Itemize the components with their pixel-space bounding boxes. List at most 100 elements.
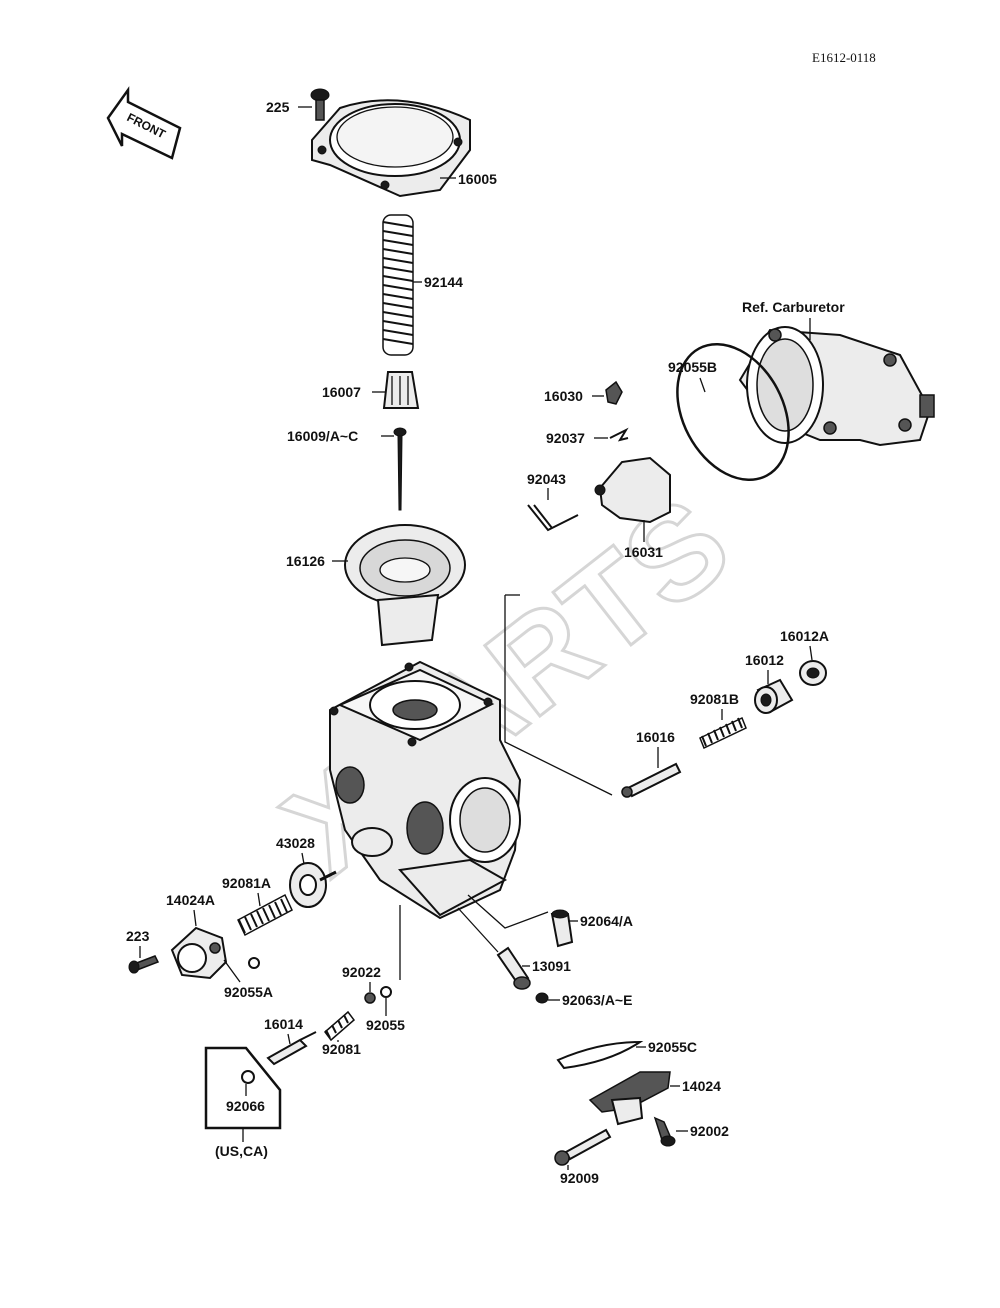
carburetor-body — [329, 660, 522, 920]
callout-92037: 92037 — [546, 430, 608, 446]
part-16030 — [605, 380, 623, 405]
callout-92081: 92081 — [322, 1040, 361, 1057]
callout-16009: 16009/A~C — [287, 428, 394, 444]
callout-92002: 92002 — [676, 1123, 729, 1139]
o-ring-92055B — [676, 342, 790, 482]
label-92055A: 92055A — [224, 984, 273, 1000]
callout-16031: 16031 — [624, 520, 663, 560]
label-223: 223 — [126, 928, 150, 944]
callout-92022: 92022 — [342, 964, 381, 992]
needle-holder-16007 — [382, 371, 420, 409]
screw-16014 — [266, 1031, 317, 1066]
label-92081: 92081 — [322, 1041, 361, 1057]
callout-92043: 92043 — [527, 471, 566, 500]
label-16012: 16012 — [745, 652, 784, 668]
callout-92081A: 92081A — [222, 875, 271, 907]
label-92081A: 92081A — [222, 875, 271, 891]
callout-16012A: 16012A — [780, 628, 829, 661]
label-ref-carburetor: Ref. Carburetor — [742, 299, 845, 315]
label-16126: 16126 — [286, 553, 325, 569]
spring-92144 — [382, 214, 414, 356]
label-92063: 92063/A~E — [562, 992, 632, 1008]
label-16005: 16005 — [458, 171, 497, 187]
callout-14024A: 14024A — [166, 892, 215, 927]
callout-16016: 16016 — [636, 729, 675, 768]
label-92037: 92037 — [546, 430, 585, 446]
diaphragm-16126 — [344, 524, 466, 647]
callout-92064: 92064/A — [568, 913, 633, 929]
clip-92037 — [609, 427, 629, 442]
callout-92144: 92144 — [413, 274, 463, 290]
label-92009: 92009 — [560, 1170, 599, 1186]
callout-92055B: 92055B — [668, 359, 717, 393]
plate-43028 — [289, 862, 337, 908]
label-92055C: 92055C — [648, 1039, 697, 1055]
callout-16030: 16030 — [544, 388, 604, 404]
callout-92063: 92063/A~E — [548, 992, 632, 1008]
jet-needle-16009 — [393, 427, 407, 511]
callout-16126: 16126 — [286, 553, 348, 569]
label-16031: 16031 — [624, 544, 663, 560]
spring-92081B — [699, 716, 747, 750]
cap-16012A — [799, 660, 827, 686]
front-arrow-icon: FRONT — [106, 86, 182, 160]
screw-92002 — [653, 1116, 676, 1147]
screw-223 — [128, 955, 160, 974]
jet-13091 — [496, 946, 531, 990]
callout-16007: 16007 — [322, 384, 386, 400]
label-92043: 92043 — [527, 471, 566, 487]
rod-92043 — [527, 504, 579, 532]
label-92144: 92144 — [424, 274, 463, 290]
washer-92055A — [248, 957, 260, 969]
screw-92009 — [554, 1128, 612, 1166]
callout-92081B: 92081B — [690, 691, 739, 720]
label-225: 225 — [266, 99, 290, 115]
label-92055B: 92055B — [668, 359, 717, 375]
callout-92066: 92066 — [226, 1084, 265, 1114]
lever-14024 — [588, 1071, 671, 1126]
label-92066: 92066 — [226, 1098, 265, 1114]
callout-13091: 13091 — [522, 958, 571, 974]
label-92055: 92055 — [366, 1017, 405, 1033]
label-16007: 16007 — [322, 384, 361, 400]
washer-92022 — [364, 992, 376, 1004]
label-16009: 16009/A~C — [287, 428, 358, 444]
diagram-code: E1612-0118 — [812, 50, 876, 65]
label-92064: 92064/A — [580, 913, 633, 929]
spring-92081 — [323, 1010, 356, 1042]
leader-13091 — [457, 907, 499, 953]
label-92081B: 92081B — [690, 691, 739, 707]
cover-16031 — [594, 456, 671, 524]
ref-carburetor — [738, 326, 935, 447]
screw-225 — [310, 88, 330, 121]
label-16030: 16030 — [544, 388, 583, 404]
label-14024: 14024 — [682, 1078, 721, 1094]
label-16014: 16014 — [264, 1016, 303, 1032]
callout-92009: 92009 — [560, 1165, 599, 1186]
label-43028: 43028 — [276, 835, 315, 851]
top-cover-16005 — [311, 99, 471, 198]
label-16012A: 16012A — [780, 628, 829, 644]
label-92022: 92022 — [342, 964, 381, 980]
leader-16016 — [504, 595, 613, 796]
screw-92063 — [535, 992, 549, 1004]
spring-92081A — [237, 893, 293, 937]
label-92002: 92002 — [690, 1123, 729, 1139]
label-14024A: 14024A — [166, 892, 215, 908]
leader-92064 — [467, 894, 549, 929]
callout-16005: 16005 — [440, 171, 497, 187]
label-16016: 16016 — [636, 729, 675, 745]
callout-92055A: 92055A — [223, 959, 273, 1000]
fitting-16012 — [754, 678, 794, 714]
callout-43028: 43028 — [276, 835, 315, 865]
callout-14024: 14024 — [670, 1078, 721, 1094]
gasket-92055C — [556, 1040, 644, 1070]
callout-225: 225 — [266, 99, 312, 115]
label-13091: 13091 — [532, 958, 571, 974]
washer-92055 — [380, 986, 392, 998]
plug-92064 — [550, 909, 574, 948]
inset-92066 — [204, 1046, 282, 1142]
label-us-ca: (US,CA) — [215, 1143, 268, 1159]
callout-92055C: 92055C — [636, 1039, 697, 1055]
